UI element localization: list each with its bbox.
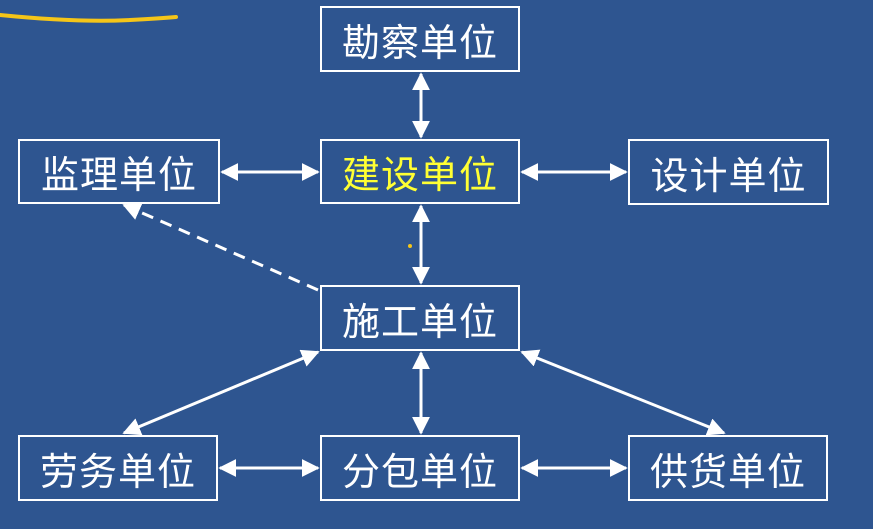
node-jianshe-unit: 建设单位 [320, 139, 520, 204]
pen-annotation-stroke [0, 13, 178, 23]
stray-dot [408, 244, 412, 248]
node-shigong-unit: 施工单位 [320, 285, 520, 351]
node-jianli-unit: 监理单位 [18, 139, 220, 204]
connector-shigong-jianli [122, 203, 319, 292]
node-laowu-unit: 劳务单位 [18, 435, 218, 501]
node-gonghuo-unit: 供货单位 [628, 435, 828, 501]
node-sheji-unit: 设计单位 [628, 139, 829, 205]
connector-shigong-laowu [122, 349, 320, 436]
node-kancha-unit: 勘察单位 [320, 6, 520, 72]
connector-shigong-gonghuo [520, 349, 726, 436]
node-fenbao-unit: 分包单位 [320, 435, 520, 501]
